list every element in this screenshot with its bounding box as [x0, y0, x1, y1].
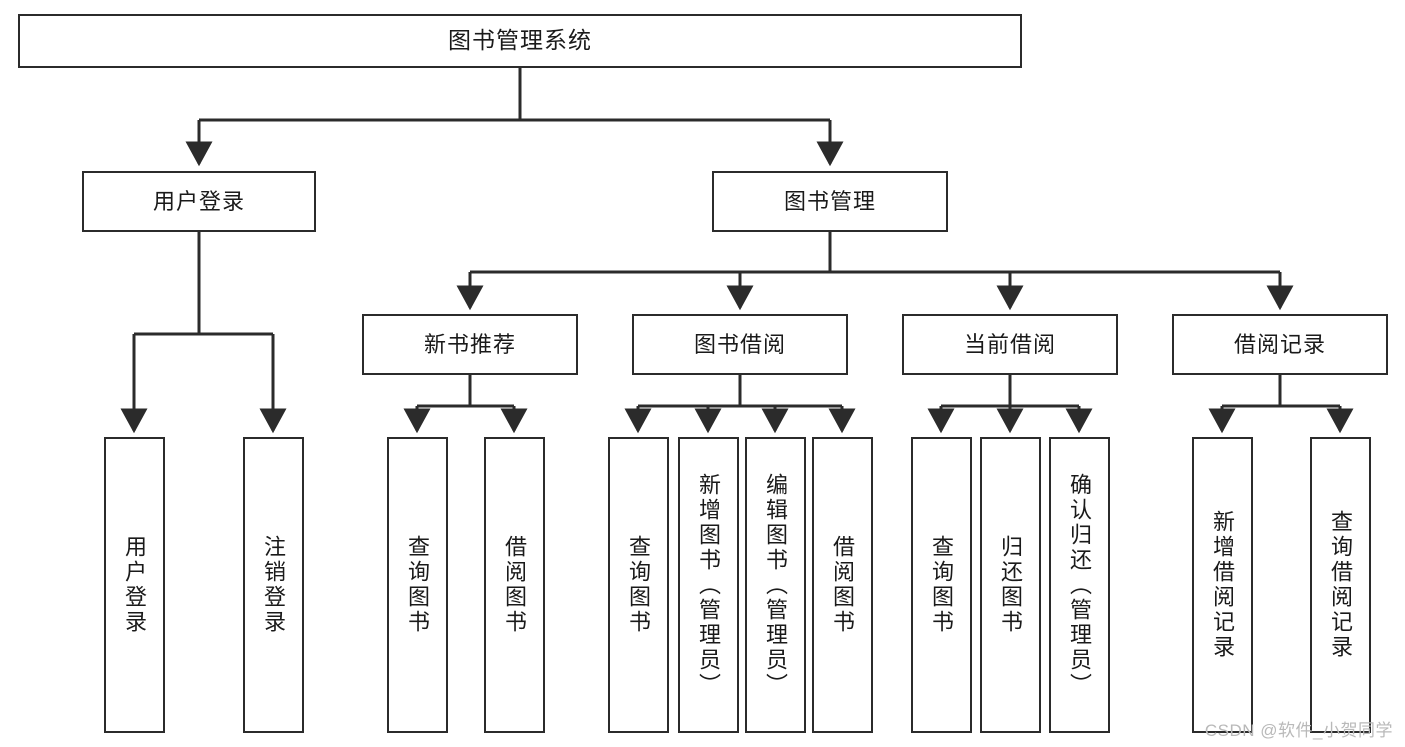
node-book-manage-label: 图书管理	[783, 188, 876, 214]
node-leaf-logout-login-label: 注销登录	[261, 535, 287, 635]
node-leaf-user-login[interactable]: 用户登录	[104, 437, 165, 733]
node-leaf-query-book-1[interactable]: 查询图书	[387, 437, 448, 733]
node-new-book-recommend-label: 新书推荐	[423, 331, 516, 357]
node-leaf-add-book[interactable]: 新增图书（管理员）	[678, 437, 739, 733]
node-leaf-borrow-book-1[interactable]: 借阅图书	[484, 437, 545, 733]
node-borrow-record-label: 借阅记录	[1233, 331, 1326, 357]
node-leaf-query-book-2-label: 查询图书	[626, 535, 652, 635]
node-leaf-add-book-label: 新增图书（管理员）	[696, 472, 722, 698]
node-user-login-label: 用户登录	[152, 188, 245, 214]
node-leaf-add-record[interactable]: 新增借阅记录	[1192, 437, 1253, 733]
node-current-borrow[interactable]: 当前借阅	[902, 314, 1118, 375]
node-leaf-confirm-return-label: 确认归还（管理员）	[1067, 472, 1093, 698]
node-book-borrow-label: 图书借阅	[693, 331, 786, 357]
node-root-system-label: 图书管理系统	[448, 27, 592, 54]
node-leaf-query-book-3-label: 查询图书	[929, 535, 955, 635]
node-leaf-add-record-label: 新增借阅记录	[1210, 510, 1236, 660]
node-leaf-query-book-1-label: 查询图书	[405, 535, 431, 635]
node-leaf-borrow-book-2-label: 借阅图书	[830, 535, 856, 635]
node-leaf-borrow-book-1-label: 借阅图书	[502, 535, 528, 635]
node-user-login[interactable]: 用户登录	[82, 171, 316, 232]
node-book-borrow[interactable]: 图书借阅	[632, 314, 848, 375]
node-book-manage[interactable]: 图书管理	[712, 171, 948, 232]
node-leaf-query-record[interactable]: 查询借阅记录	[1310, 437, 1371, 733]
node-leaf-logout-login[interactable]: 注销登录	[243, 437, 304, 733]
node-leaf-return-book-label: 归还图书	[998, 535, 1024, 635]
node-new-book-recommend[interactable]: 新书推荐	[362, 314, 578, 375]
node-leaf-user-login-label: 用户登录	[122, 535, 148, 635]
node-leaf-return-book[interactable]: 归还图书	[980, 437, 1041, 733]
node-leaf-query-record-label: 查询借阅记录	[1328, 510, 1354, 660]
node-leaf-confirm-return[interactable]: 确认归还（管理员）	[1049, 437, 1110, 733]
node-borrow-record[interactable]: 借阅记录	[1172, 314, 1388, 375]
node-current-borrow-label: 当前借阅	[963, 331, 1056, 357]
node-leaf-query-book-3[interactable]: 查询图书	[911, 437, 972, 733]
node-leaf-edit-book[interactable]: 编辑图书（管理员）	[745, 437, 806, 733]
node-leaf-query-book-2[interactable]: 查询图书	[608, 437, 669, 733]
node-root-system[interactable]: 图书管理系统	[18, 14, 1022, 68]
node-leaf-edit-book-label: 编辑图书（管理员）	[763, 472, 789, 698]
node-leaf-borrow-book-2[interactable]: 借阅图书	[812, 437, 873, 733]
